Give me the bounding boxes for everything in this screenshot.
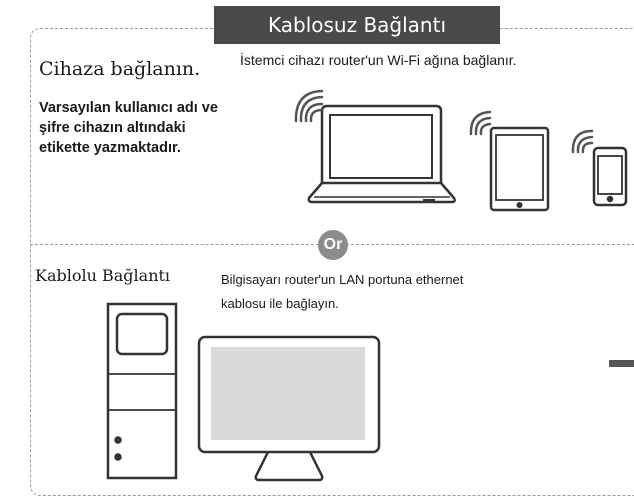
wifi-signal-icon <box>294 89 324 123</box>
phone-icon <box>592 146 628 207</box>
laptop-icon <box>307 104 456 204</box>
wired-description: Bilgisayarı router'un LAN portuna ethern… <box>221 272 464 311</box>
wireless-description: İstemci cihazı router'un Wi-Fi ağına bağ… <box>240 52 517 68</box>
tablet-icon <box>489 126 550 212</box>
monitor-icon <box>197 335 381 482</box>
wifi-signal-icon <box>469 110 492 136</box>
or-label: Or <box>323 236 343 253</box>
wireless-title-banner: Kablosuz Bağlantı <box>214 6 500 44</box>
ethernet-cable <box>609 360 634 367</box>
wireless-heading: Cihaza bağlanın. <box>39 58 201 80</box>
wired-heading: Kablolu Bağlantı <box>35 266 171 285</box>
wireless-title: Kablosuz Bağlantı <box>267 13 447 37</box>
desktop-tower-icon <box>106 302 178 480</box>
wireless-credentials-note: Varsayılan kullanıcı adı ve şifre cihazı… <box>39 100 218 156</box>
wifi-signal-icon <box>571 129 594 154</box>
or-separator-badge: Or <box>318 230 348 260</box>
